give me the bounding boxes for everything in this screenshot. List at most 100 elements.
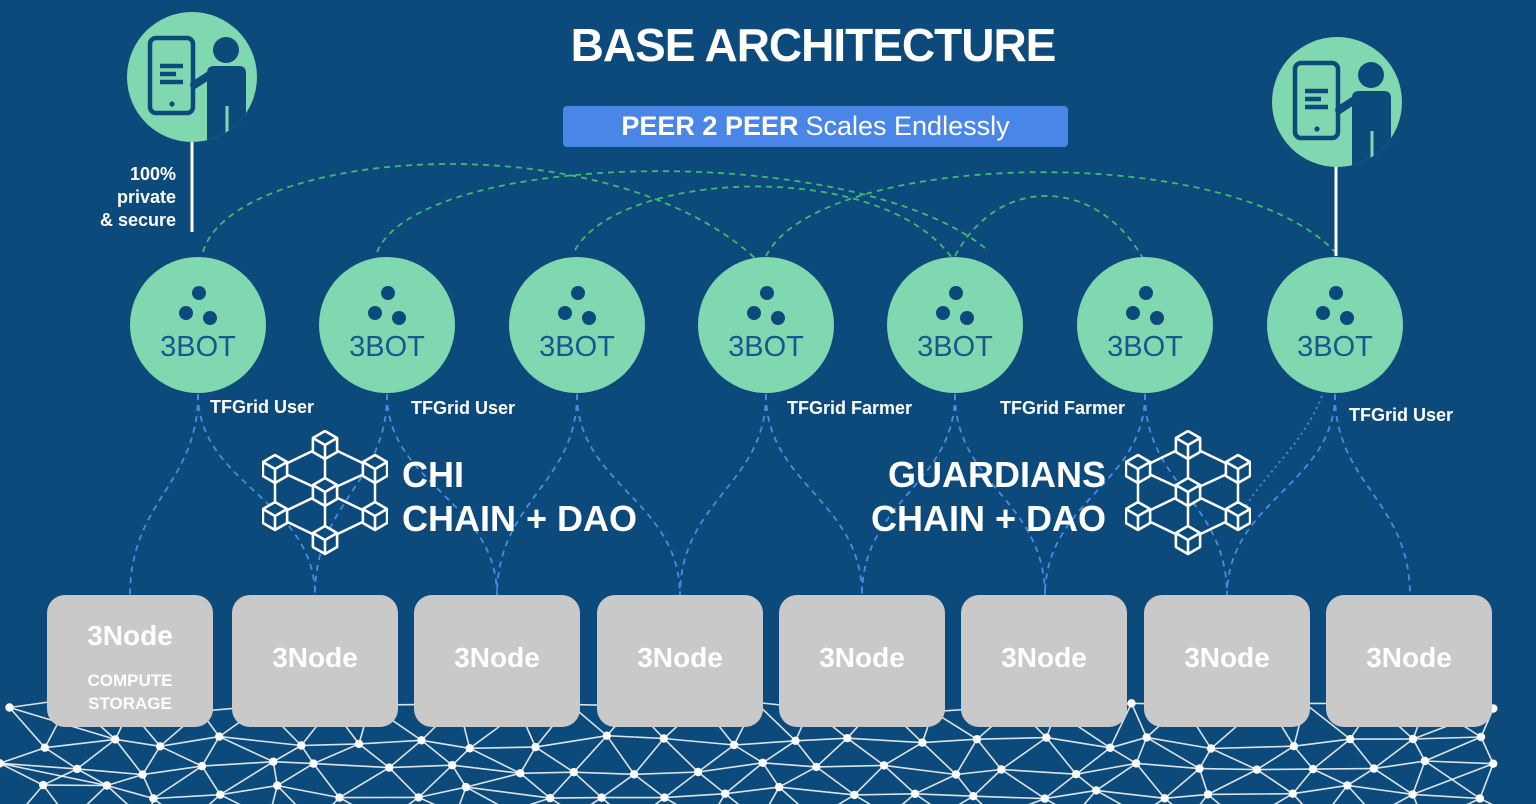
mesh-link: [549, 797, 561, 804]
three-dots-icon: [130, 257, 266, 393]
mesh-link: [451, 764, 467, 788]
blockchain-cubes-icon: [262, 430, 388, 556]
mesh-node-dot: [5, 703, 14, 712]
mesh-node-dot: [1346, 734, 1355, 744]
mesh-link: [418, 796, 436, 804]
node-detail-line: COMPUTE: [87, 671, 173, 690]
mesh-node-dot: [659, 734, 668, 743]
mesh-link: [846, 737, 885, 767]
mesh-node-dot: [354, 739, 364, 749]
node-box-1: 3Node COMPUTE STORAGE: [47, 595, 213, 727]
mesh-link: [1256, 745, 1295, 771]
bot-circle-1: 3BOT: [130, 257, 266, 393]
mesh-link: [550, 796, 602, 799]
mesh-link: [922, 738, 978, 744]
bot-role-label: TFGrid User: [1349, 405, 1454, 425]
mesh-link: [42, 784, 59, 804]
mesh-link: [1424, 760, 1494, 765]
node-label: 3Node: [1366, 642, 1452, 673]
mesh-link: [1207, 793, 1221, 804]
three-dots-icon: [1077, 257, 1213, 393]
mesh-link: [271, 785, 279, 804]
mesh-link: [1001, 768, 1077, 775]
node-box-5: 3Node: [779, 595, 945, 727]
bot-node-link: [861, 393, 956, 597]
node-label: 3Node: [87, 620, 173, 651]
mesh-node-dot: [1195, 764, 1204, 773]
mesh-link: [1164, 797, 1173, 804]
privacy-note-line: private: [116, 187, 176, 207]
mesh-link: [853, 764, 885, 796]
privacy-note-line: & secure: [99, 210, 176, 230]
mesh-link: [606, 735, 635, 775]
mesh-link: [159, 735, 220, 748]
mesh-link: [388, 739, 423, 769]
bot-node-link: [1144, 393, 1228, 597]
node-label: 3Node: [454, 642, 540, 673]
mesh-node-dot: [1106, 743, 1115, 752]
bot-role-label: TFGrid Farmer: [787, 398, 913, 418]
mesh-link: [762, 762, 817, 768]
mesh-node-dot: [693, 767, 703, 777]
mesh-node-dot: [309, 759, 318, 768]
mesh-link: [853, 794, 872, 804]
mesh-link: [1096, 789, 1165, 800]
mesh-link: [1292, 793, 1304, 804]
bot-role-label: TFGrid Farmer: [1000, 398, 1126, 418]
mesh-node-dot: [273, 781, 282, 790]
mesh-link: [633, 773, 665, 799]
mesh-link: [338, 766, 390, 799]
mesh-link: [573, 771, 603, 799]
mesh-link: [778, 786, 800, 804]
mesh-link: [955, 768, 1002, 776]
mesh-link: [159, 745, 203, 767]
mesh-link: [152, 765, 203, 800]
mesh-link: [458, 786, 467, 804]
mesh-link: [8, 706, 46, 749]
mesh-link: [535, 746, 575, 773]
mesh-link: [816, 764, 885, 768]
mesh-link: [44, 738, 116, 749]
mesh-link: [1210, 747, 1258, 771]
node-box-7: 3Node: [1144, 595, 1310, 727]
bot-circle-7: 3BOT: [1267, 257, 1403, 393]
mesh-link: [1256, 768, 1294, 795]
mesh-link: [1304, 702, 1351, 740]
mesh-node-dot: [879, 761, 889, 770]
mesh-link: [208, 794, 221, 804]
peer-link: [954, 195, 1146, 263]
mesh-link: [272, 744, 302, 763]
mesh-link: [388, 767, 420, 798]
bot-role-label: TFGrid User: [210, 397, 315, 417]
mesh-node-dot: [602, 731, 612, 740]
mesh-link: [219, 735, 302, 747]
mesh-link: [837, 794, 855, 804]
mesh-link: [1109, 747, 1137, 765]
mesh-link: [972, 768, 1002, 797]
mesh-node-dot: [545, 793, 555, 803]
mesh-node-dot: [951, 770, 961, 779]
mesh-link: [590, 796, 603, 804]
mesh-link: [633, 737, 665, 775]
bot-role-label: TFGrid User: [411, 398, 516, 418]
mesh-link: [465, 786, 551, 799]
mesh-node-dot: [1071, 770, 1081, 779]
mesh-link: [1130, 702, 1148, 738]
peer-links: [202, 163, 1336, 263]
mesh-link: [573, 735, 608, 773]
mesh-link: [724, 793, 740, 804]
mesh-node-dot: [660, 793, 669, 802]
three-dots-icon: [509, 257, 645, 393]
mesh-link: [519, 772, 551, 799]
user-with-phone-glyph: [1295, 62, 1391, 167]
mesh-node-dot: [997, 765, 1006, 774]
bot-node-link: [576, 393, 681, 597]
mesh-node-dot: [1308, 764, 1318, 774]
mesh-link: [663, 737, 699, 773]
mesh-link: [358, 743, 390, 769]
mesh-node-dot: [1408, 790, 1417, 799]
mesh-link: [1164, 793, 1208, 800]
guardians-chain-subtitle: CHAIN + DAO: [870, 498, 1106, 539]
mesh-node-dot: [1042, 733, 1051, 742]
mesh-link: [332, 797, 340, 804]
